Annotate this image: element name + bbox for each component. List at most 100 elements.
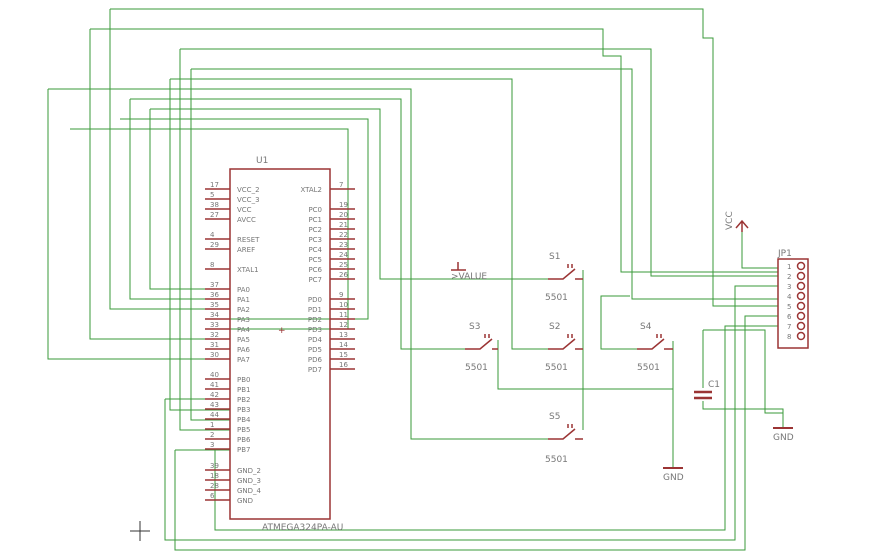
- switch-s3-symbol-icon: [465, 334, 498, 350]
- jp1-pin-4[interactable]: 4: [787, 291, 806, 302]
- pin-number: 34: [210, 311, 219, 319]
- pin-number: 6: [210, 492, 215, 500]
- gnd-c1[interactable]: GND: [773, 427, 794, 443]
- jp1-pin-8[interactable]: 8: [787, 331, 806, 342]
- pin-name: PB6: [237, 436, 251, 444]
- u1-mcu[interactable]: U1 ATMEGA324PA-AU + 17VCC_25VCC_338VCC27…: [205, 156, 355, 533]
- pin-name: VCC_2: [237, 186, 260, 194]
- pin-number: 43: [210, 401, 219, 409]
- gnd-s4[interactable]: GND: [663, 467, 684, 483]
- pin-number: 21: [339, 221, 348, 229]
- switch-s5[interactable]: S5 5501: [545, 412, 583, 465]
- pin-number: 38: [210, 201, 219, 209]
- pin-pad-icon: [796, 291, 806, 301]
- gnd-c1-label: GND: [773, 433, 794, 443]
- pin-number: 7: [787, 323, 791, 331]
- pin-name: PD2: [308, 316, 322, 324]
- connector-jp1-name: JP1: [777, 249, 792, 259]
- switch-s4-value: 5501: [637, 363, 660, 373]
- capacitor-symbol-icon: [694, 390, 712, 400]
- jp1-pin-5[interactable]: 5: [787, 301, 806, 312]
- jp1-pin-3[interactable]: 3: [787, 281, 806, 292]
- capacitor-c1[interactable]: C1: [694, 380, 720, 400]
- jp1-pin-7[interactable]: 7: [787, 321, 806, 332]
- vcc-supply[interactable]: VCC: [725, 211, 749, 232]
- switch-s3-value: 5501: [465, 363, 488, 373]
- pin-name: PC2: [308, 226, 322, 234]
- switch-s4[interactable]: S4 5501: [637, 322, 673, 373]
- value-label-group: >VALUE: [451, 262, 487, 282]
- pin-name: RESET: [237, 236, 260, 244]
- switch-s3[interactable]: S3 5501: [465, 322, 498, 373]
- jp1-pin-1[interactable]: 1: [787, 261, 806, 272]
- jp1-pin-6[interactable]: 6: [787, 311, 806, 322]
- pin-number: 4: [787, 293, 792, 301]
- pin-number: 8: [787, 333, 791, 341]
- u1-body[interactable]: [229, 168, 331, 520]
- pin-name: PC7: [308, 276, 322, 284]
- switch-s1[interactable]: S1 5501: [545, 252, 583, 303]
- switch-s2[interactable]: S2 5501: [545, 322, 583, 373]
- pin-number: 16: [339, 361, 348, 369]
- connector-jp1-body[interactable]: [777, 258, 809, 349]
- jp1-pin-2[interactable]: 2: [787, 271, 806, 282]
- pin-name: XTAL1: [237, 266, 259, 274]
- pin-number: 31: [210, 341, 219, 349]
- pin-name: PA4: [237, 326, 251, 334]
- pin-number: 40: [210, 371, 219, 379]
- pin-number: 9: [339, 291, 343, 299]
- pin-name: PB3: [237, 406, 250, 414]
- vcc-label: VCC: [725, 211, 735, 230]
- pin-name: PA6: [237, 346, 251, 354]
- pin-number: 39: [210, 462, 219, 470]
- pin-name: PA2: [237, 306, 250, 314]
